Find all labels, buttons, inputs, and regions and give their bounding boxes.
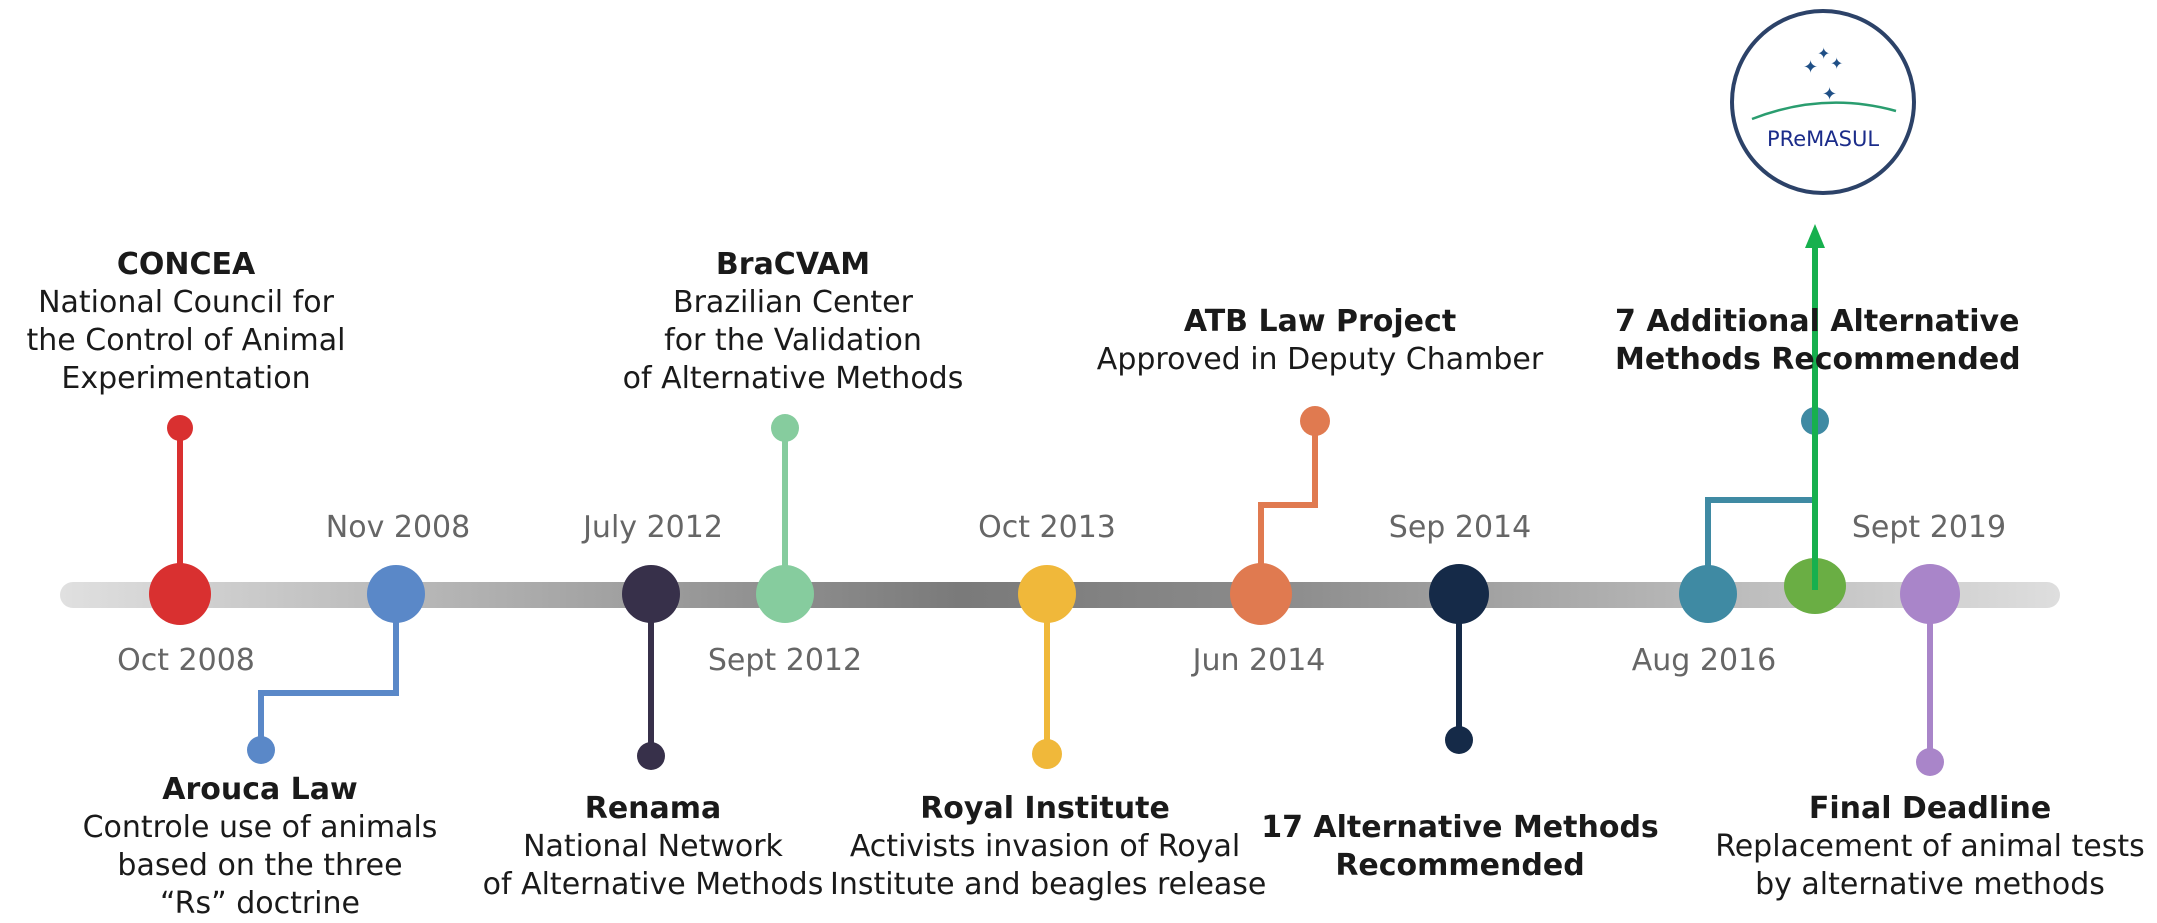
- node-concea: [149, 563, 211, 625]
- label-seventeen: 17 Alternative Methods Recommended: [1255, 809, 1665, 885]
- date-final: Sept 2019: [1851, 510, 2007, 545]
- label-seven: 7 Additional Alternative Methods Recomme…: [1615, 303, 2021, 379]
- endpoint-concea: [167, 415, 193, 441]
- desc-bracvam-2: for the Validation: [664, 323, 922, 358]
- endpoint-final: [1916, 748, 1944, 776]
- premasul-arrow: [1805, 224, 1825, 590]
- desc-concea-1: National Council for: [38, 285, 334, 320]
- desc-arouca-2: based on the three: [117, 848, 403, 883]
- desc-final-2: by alternative methods: [1755, 867, 2105, 902]
- date-concea: Oct 2008: [117, 643, 255, 678]
- endpoint-seventeen: [1445, 726, 1473, 754]
- date-seventeen: Sep 2014: [1388, 510, 1532, 545]
- star-icon: ✦: [1830, 54, 1843, 73]
- desc-royal-1: Activists invasion of Royal: [849, 829, 1241, 864]
- label-royal: Royal Institute Activists invasion of Ro…: [830, 790, 1267, 904]
- endpoint-arouca: [247, 736, 275, 764]
- date-royal: Oct 2013: [978, 510, 1116, 545]
- desc-arouca-3: “Rs” doctrine: [160, 886, 360, 921]
- desc-concea-2: the Control of Animal: [26, 323, 346, 358]
- label-bracvam: BraCVAM Brazilian Center for the Validat…: [613, 246, 973, 398]
- desc-renama-2: of Alternative Methods: [482, 867, 824, 902]
- premasul-logo-graphic: ✦ ✦ ✦ ✦: [1751, 44, 1897, 121]
- title-seventeen-2: Recommended: [1335, 848, 1585, 883]
- label-atb: ATB Law Project Approved in Deputy Chamb…: [1090, 303, 1550, 379]
- title-royal: Royal Institute: [920, 791, 1170, 826]
- label-arouca: Arouca Law Controle use of animals based…: [80, 771, 440, 923]
- node-final: [1900, 564, 1960, 624]
- star-icon: ✦: [1817, 44, 1830, 63]
- connector-arouca: [258, 594, 399, 750]
- logo-stars: ✦ ✦ ✦ ✦: [1803, 44, 1843, 105]
- endpoint-renama: [637, 742, 665, 770]
- star-icon: ✦: [1803, 57, 1818, 78]
- premasul-logo-text: PReMASUL: [1766, 127, 1880, 151]
- title-bracvam: BraCVAM: [715, 247, 871, 282]
- title-seven-2: Methods Recommended: [1615, 342, 2021, 377]
- node-renama: [622, 565, 680, 623]
- date-seven: Aug 2016: [1631, 643, 1777, 678]
- date-atb: Jun 2014: [1192, 643, 1326, 678]
- title-concea: CONCEA: [116, 247, 256, 282]
- title-final: Final Deadline: [1808, 791, 2052, 826]
- endpoint-royal: [1032, 739, 1062, 769]
- desc-bracvam-1: Brazilian Center: [673, 285, 913, 320]
- star-icon: ✦: [1822, 84, 1837, 105]
- node-royal: [1018, 565, 1076, 623]
- node-atb: [1230, 563, 1292, 625]
- arrow-head: [1805, 224, 1825, 248]
- title-arouca: Arouca Law: [162, 772, 358, 807]
- node-seventeen: [1429, 564, 1489, 624]
- desc-concea-3: Experimentation: [61, 361, 311, 396]
- desc-final-1: Replacement of animal tests: [1715, 829, 2145, 864]
- endpoint-atb: [1300, 406, 1330, 436]
- title-seven: 7 Additional Alternative: [1615, 304, 2020, 339]
- date-bracvam: Sept 2012: [707, 643, 863, 678]
- node-arouca: [367, 565, 425, 623]
- title-atb: ATB Law Project: [1183, 304, 1457, 339]
- desc-royal-2: Institute and beagles release: [830, 867, 1267, 902]
- desc-atb-1: Approved in Deputy Chamber: [1096, 342, 1544, 377]
- title-seventeen: 17 Alternative Methods: [1261, 810, 1659, 845]
- endpoint-bracvam: [771, 414, 799, 442]
- node-seven: [1679, 565, 1737, 623]
- premasul-logo: ✦ ✦ ✦ ✦ PReMASUL: [1730, 9, 1916, 195]
- desc-renama-1: National Network: [523, 829, 783, 864]
- logo-arc: [1751, 101, 1897, 121]
- label-concea: CONCEA National Council for the Control …: [6, 246, 366, 398]
- label-final: Final Deadline Replacement of animal tes…: [1710, 790, 2150, 904]
- date-arouca: Nov 2008: [325, 510, 471, 545]
- desc-bracvam-3: of Alternative Methods: [622, 361, 964, 396]
- node-bracvam: [756, 565, 814, 623]
- desc-arouca-1: Controle use of animals: [82, 810, 438, 845]
- connector-atb: [1258, 421, 1318, 594]
- label-renama: Renama National Network of Alternative M…: [473, 790, 833, 904]
- title-renama: Renama: [584, 791, 722, 826]
- date-renama: July 2012: [583, 510, 723, 545]
